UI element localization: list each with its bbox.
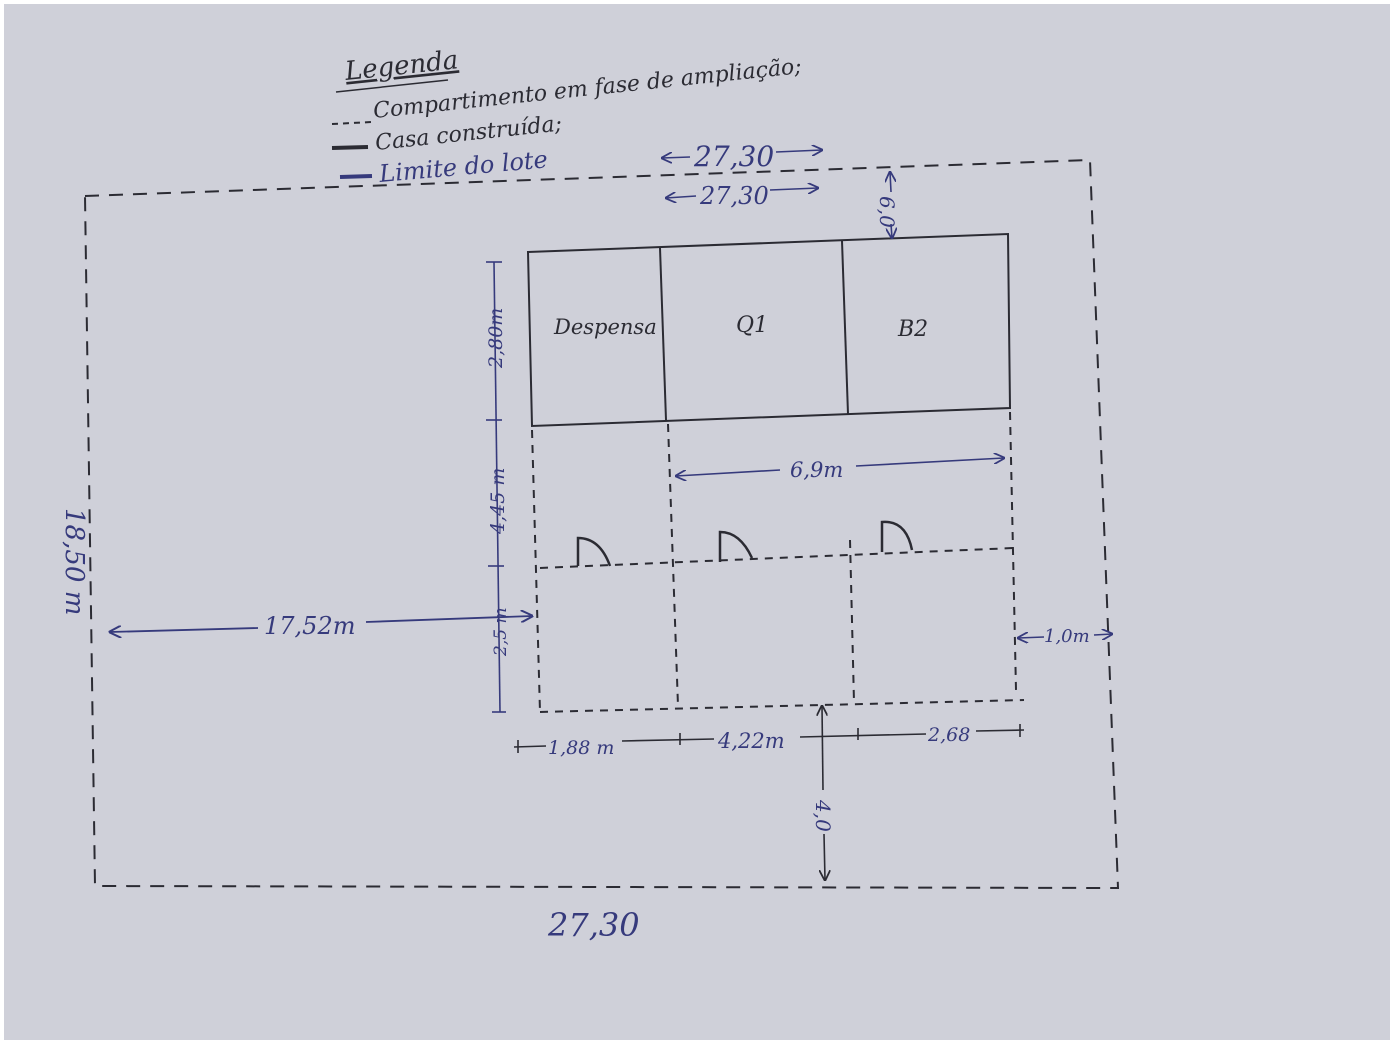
legend-line-title-underline [335,79,449,93]
dimension-lines [110,150,1112,880]
dim-height-middle: 4,45 m [487,468,509,535]
dim-top-inner: 27,30 [699,182,769,210]
dim-seg-3: 2,68 [927,724,970,746]
paper-sheet [4,4,1390,1040]
dim-width-inner: 6,9m [790,458,843,482]
legend-symbol-dashed [331,121,373,125]
dim-right-offset: 1,0m [1044,626,1090,647]
legend-symbol-solid-black [331,145,369,150]
door-1 [576,536,612,567]
room-despensa: Despensa [553,315,657,339]
dim-left-offset: 17,52m [264,612,355,640]
expansion-area [531,411,1025,713]
dim-seg-1: 1,88 m [548,737,614,759]
room-q1: Q1 [736,313,768,338]
built-house [526,232,1012,428]
dim-height-lower: 2,5 m [491,607,511,657]
dim-left: 18,50 m [59,508,89,615]
dim-height-rooms: 2,80m [485,308,507,369]
legend-symbol-solid-blue [339,174,373,179]
dim-setback-top: 6,0 [875,196,899,228]
door-3 [880,520,914,552]
door-2 [718,530,754,562]
dim-setback-bottom: 4,0 [811,799,835,832]
dim-bottom: 27,30 [547,906,640,944]
dim-seg-2: 4,22m [717,729,785,753]
room-b2: B2 [897,317,928,342]
door-arcs [576,520,914,567]
dim-top-outer: 27,30 [693,140,774,173]
lot-boundary [83,158,1120,890]
